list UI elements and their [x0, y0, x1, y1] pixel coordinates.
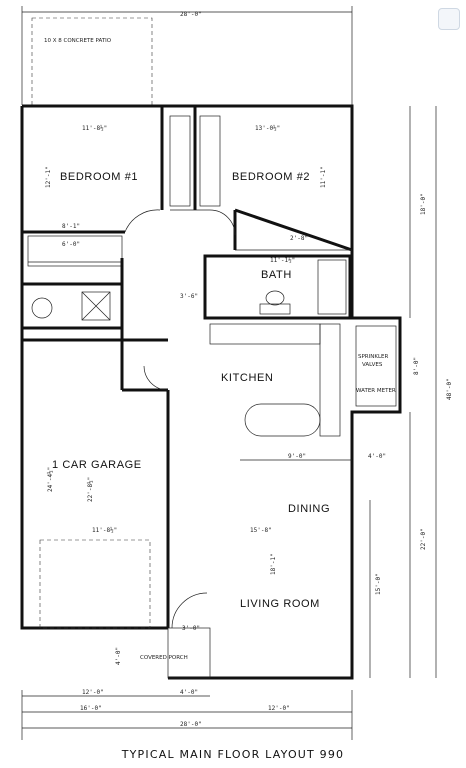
room-living: LIVING ROOM: [240, 598, 320, 610]
dim-garage-w: 11'-8½": [92, 527, 117, 534]
dim-kitchen-9: 9'-0": [288, 453, 306, 460]
top-dim: 28'-0": [180, 11, 202, 18]
note-water-meter: WATER METER: [356, 388, 396, 394]
dim-bed2-w: 13'-0½": [255, 125, 280, 132]
room-garage: 1 CAR GARAGE: [52, 459, 142, 471]
dim-bed1-h: 12'-1": [45, 166, 52, 188]
bath-wall: [203, 254, 352, 320]
dim-bot-4: 4'-0": [180, 689, 198, 696]
dim-bath-11: 11'-1½": [270, 257, 295, 264]
dim-right-22: 22'-0": [420, 528, 427, 550]
dim-garage-22: 22'-8½": [87, 477, 94, 502]
dim-hall-6: 6'-0": [62, 241, 80, 248]
dim-living-18: 18'-1": [270, 553, 277, 575]
patio-label: 10 X 8 CONCRETE PATIO: [44, 38, 112, 44]
dim-bot-28: 28'-0": [180, 721, 202, 728]
room-bedroom2: BEDROOM #2: [232, 171, 310, 183]
dim-hall-8: 8'-1": [62, 223, 80, 230]
dim-kitchen-4: 4'-0": [368, 453, 386, 460]
dim-bot-16: 16'-0": [80, 705, 102, 712]
room-dining: DINING: [288, 503, 330, 515]
plan-title: TYPICAL MAIN FLOOR LAYOUT 990: [121, 748, 345, 761]
dim-right-15: 15'-0": [375, 573, 382, 595]
dim-right-48: 48'-0": [446, 378, 453, 400]
room-porch: COVERED PORCH: [140, 655, 188, 661]
dim-garage-24: 24'-4½": [47, 467, 54, 492]
dim-right-18: 18'-0": [420, 193, 427, 215]
room-kitchen: KITCHEN: [221, 372, 273, 384]
dim-bed1-w: 11'-8½": [82, 125, 107, 132]
room-bedroom1: BEDROOM #1: [60, 171, 138, 183]
dim-porch-4: 4'-0": [115, 647, 122, 665]
dim-bot-12b: 12'-0": [268, 705, 290, 712]
note-valves: VALVES: [362, 362, 383, 368]
dim-bot-12a: 12'-0": [82, 689, 104, 696]
note-sprinkler: SPRINKLER: [358, 354, 389, 360]
dim-bath-3: 3'-6": [180, 293, 198, 300]
search-image-icon[interactable]: [438, 8, 460, 30]
dim-dining-15: 15'-8": [250, 527, 272, 534]
dim-right-8: 8'-0": [413, 357, 420, 375]
dim-bath-2: 2'-8": [290, 235, 308, 242]
patio-outline: [31, 17, 153, 107]
exterior-wall: [22, 104, 402, 680]
dim-bed2-h: 11'-1": [320, 166, 327, 188]
room-bath: BATH: [261, 269, 292, 281]
dim-porch-3: 3'-0": [182, 625, 200, 632]
